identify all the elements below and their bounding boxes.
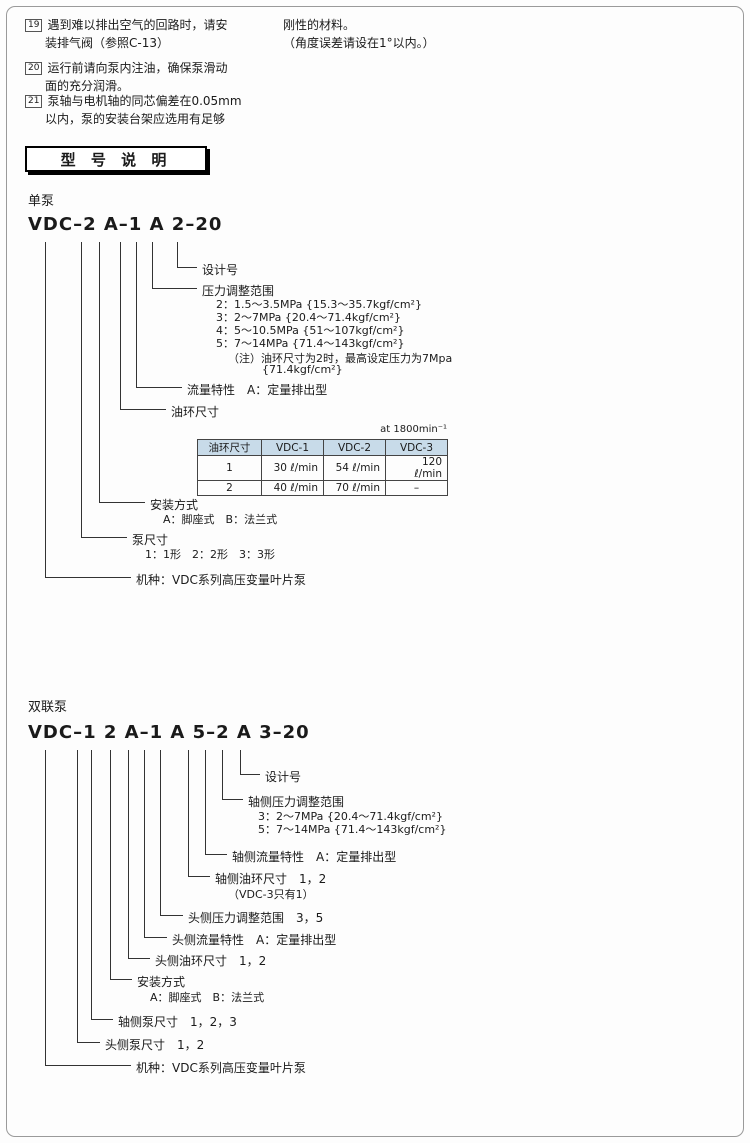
connector-line [136, 242, 182, 388]
connector-line [144, 750, 167, 938]
callout-shaft-pump-size: 轴侧泵尺寸 1，2，3 [118, 1015, 237, 1029]
callout-shaft-oil-ring-size: 轴侧油环尺寸 1，2 [215, 872, 327, 886]
note-number-badge: 20 [25, 62, 43, 75]
note-text: （角度误差请设在1°以内。） [283, 36, 435, 50]
callout-design-number: 设计号 [265, 770, 302, 784]
table-header-cell: VDC-2 [323, 439, 386, 456]
pressure-option: 5：7～14MPa {71.4～143kgf/cm²} [258, 823, 447, 836]
connector-line [188, 750, 210, 877]
note-text: 装排气阀（参照C-13） [45, 36, 169, 50]
table-row: 2 40 ℓ/min 70 ℓ/min – [197, 480, 448, 496]
pressure-option: 4：5～10.5MPa {51～107kgf/cm²} [216, 324, 405, 337]
connector-line [222, 750, 243, 800]
connector-line [177, 242, 197, 268]
single-pump-heading: 单泵 [28, 194, 55, 209]
connector-line [110, 750, 132, 980]
connector-line [77, 750, 100, 1043]
note-line: 20 运行前请向泵内注油，确保泵滑动 [25, 59, 227, 77]
note-line: 19 遇到难以排出空气的回路时，请安 [25, 16, 227, 34]
note-text: 面的充分润滑。 [45, 79, 130, 93]
connector-line [152, 242, 197, 289]
callout-flow-characteristic: 流量特性 A：定量排出型 [187, 383, 328, 397]
note-line: 21 泵轴与电机轴的同芯偏差在0.05mm [25, 92, 242, 110]
table-header-cell: VDC-3 [385, 439, 448, 456]
table-cell: 120 ℓ/min [385, 455, 448, 481]
table-cell: 30 ℓ/min [261, 455, 324, 481]
callout-shaft-pressure-range: 轴侧压力调整范围 [248, 795, 345, 809]
note-text: 刚性的材料。 [283, 18, 356, 32]
connector-line [120, 242, 166, 410]
connector-line [45, 242, 131, 578]
table-caption: at 1800min⁻¹ [380, 424, 447, 435]
pressure-option: 3：2～7MPa {20.4～71.4kgf/cm²} [216, 311, 401, 324]
note-number-badge: 19 [25, 19, 43, 32]
table-cell: 54 ℓ/min [323, 455, 386, 481]
callout-machine-type: 机种：VDC系列高压变量叶片泵 [136, 573, 306, 587]
mounting-options: A：脚座式 B：法兰式 [150, 991, 265, 1004]
table-cell: 70 ℓ/min [323, 480, 386, 496]
table-header-cell: VDC-1 [261, 439, 324, 456]
connector-line [91, 750, 113, 1020]
callout-machine-type: 机种：VDC系列高压变量叶片泵 [136, 1061, 306, 1075]
mounting-options: A：脚座式 B：法兰式 [163, 513, 278, 526]
callout-pressure-range: 压力调整范围 [202, 284, 275, 298]
table-row: 1 30 ℓ/min 54 ℓ/min 120 ℓ/min [197, 455, 448, 481]
table-header-row: 油环尺寸 VDC-1 VDC-2 VDC-3 [197, 439, 448, 456]
callout-design-number: 设计号 [202, 263, 239, 277]
connector-line [99, 242, 145, 503]
note-text: 以内，泵的安装台架应选用有足够 [45, 112, 226, 126]
note-21: 21 泵轴与电机轴的同芯偏差在0.05mm 以内，泵的安装台架应选用有足够 [25, 92, 242, 128]
table-cell: 40 ℓ/min [261, 480, 324, 496]
shaft-oil-ring-note: （VDC-3只有1） [228, 888, 314, 901]
pump-size-options: 1：1形 2：2形 3：3形 [145, 548, 275, 561]
callout-head-pressure-range: 头侧压力调整范围 3，5 [188, 911, 324, 925]
table-cell: 2 [197, 480, 262, 496]
callout-head-pump-size: 头侧泵尺寸 1，2 [105, 1038, 205, 1052]
pressure-option: 2：1.5～3.5MPa {15.3～35.7kgf/cm²} [216, 298, 422, 311]
single-pump-model-code: VDC–2 A–1 A 2–20 [28, 214, 223, 235]
note-text: 泵轴与电机轴的同芯偏差在0.05mm [47, 94, 242, 108]
pressure-note: {71.4kgf/cm²} [262, 363, 343, 376]
table-header-cell: 油环尺寸 [197, 439, 262, 456]
callout-shaft-flow-characteristic: 轴侧流量特性 A：定量排出型 [232, 850, 397, 864]
connector-line [45, 750, 131, 1066]
note-text: 遇到难以排出空气的回路时，请安 [47, 18, 228, 32]
callout-oil-ring-size: 油环尺寸 [171, 405, 220, 419]
oil-ring-flow-table: 油环尺寸 VDC-1 VDC-2 VDC-3 1 30 ℓ/min 54 ℓ/m… [197, 439, 448, 496]
connector-line [81, 242, 127, 538]
section-title-box: 型 号 说 明 [25, 146, 207, 172]
callout-pump-size: 泵尺寸 [132, 533, 169, 547]
callout-mounting-type: 安装方式 [137, 975, 186, 989]
pressure-option: 3：2～7MPa {20.4～71.4kgf/cm²} [258, 810, 443, 823]
connector-line [205, 750, 227, 855]
section-title: 型 号 说 明 [60, 150, 172, 169]
pressure-option: 5：7～14MPa {71.4～143kgf/cm²} [216, 337, 405, 350]
connector-line [128, 750, 150, 959]
table-cell: 1 [197, 455, 262, 481]
connector-line [240, 750, 260, 775]
double-pump-heading: 双联泵 [28, 700, 68, 715]
note-number-badge: 21 [25, 95, 43, 108]
page-border [6, 6, 744, 1137]
note-continuation: 刚性的材料。 （角度误差请设在1°以内。） [283, 16, 435, 52]
pressure-note: （注）油环尺寸为2时，最高设定压力为7Mpa [228, 352, 453, 365]
callout-head-oil-ring-size: 头侧油环尺寸 1，2 [155, 954, 267, 968]
note-19: 19 遇到难以排出空气的回路时，请安 装排气阀（参照C-13） [25, 16, 227, 52]
note-20: 20 运行前请向泵内注油，确保泵滑动 面的充分润滑。 [25, 59, 227, 95]
note-text: 运行前请向泵内注油，确保泵滑动 [47, 61, 228, 75]
callout-head-flow-characteristic: 头侧流量特性 A：定量排出型 [172, 933, 337, 947]
connector-line [160, 750, 183, 916]
callout-mounting-type: 安装方式 [150, 498, 199, 512]
double-pump-model-code: VDC–1 2 A–1 A 5–2 A 3–20 [28, 722, 310, 743]
table-cell: – [385, 480, 448, 496]
